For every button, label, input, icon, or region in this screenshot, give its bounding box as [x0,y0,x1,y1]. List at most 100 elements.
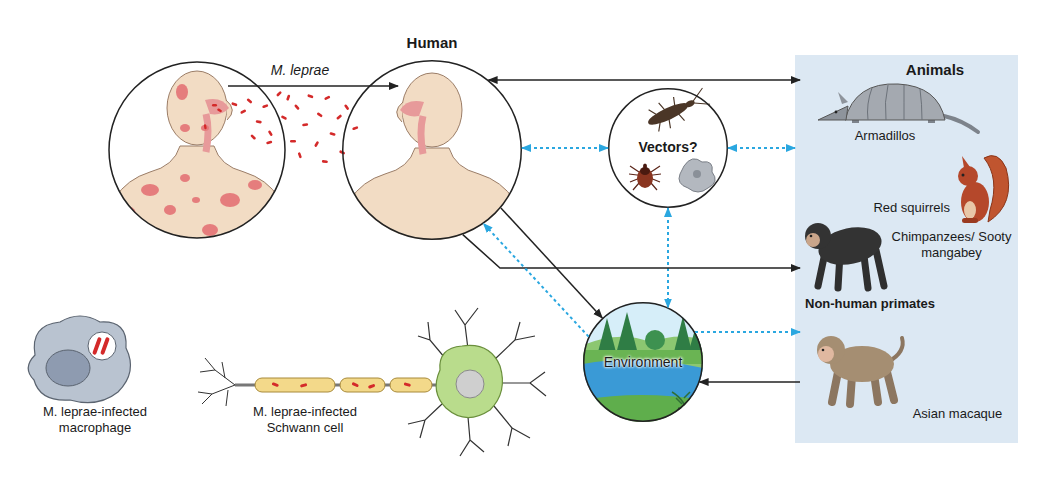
human-figure [400,101,424,116]
schwann-neuron [408,308,546,456]
infected-patient [100,62,294,250]
node-text: Environment [583,354,703,371]
vector-illustration [648,96,685,133]
macrophage-cell [88,332,116,360]
environment-circle: Environment [583,302,703,422]
bacillus [212,104,217,106]
pathogen-label: M. leprae [245,62,355,79]
bacillus-cloud [250,134,256,140]
human-figure [335,73,529,252]
chimpanzee-figure [805,223,831,249]
bacillus-cloud [329,132,335,136]
circle-outline [342,60,522,240]
human-figure [397,102,403,122]
bacillus-cloud [290,140,296,143]
transmission-arrow [700,381,800,383]
dotted-arrow [522,147,608,149]
squirrel-figure [962,174,965,177]
bacillus-cloud [294,104,300,110]
environment-scene [616,312,638,354]
human-figure [335,148,529,252]
chimpanzee-figure [806,233,820,247]
environment-scene [583,302,703,422]
macaque-figure [822,349,825,352]
environment-scene [672,392,696,420]
bacillus-cloud [276,91,282,97]
bacillus-cloud [266,140,272,144]
bacillus-cloud [317,112,323,118]
skin-lesion [155,231,165,239]
schwann-neuron [271,382,411,389]
bacillus-cloud [298,152,302,159]
environment-scene [583,336,703,372]
schwann-neuron [198,308,546,456]
dotted-arrow [695,331,800,333]
squirrel-figure [958,166,978,186]
dotted-arrow [728,147,795,149]
transmission-arrow [228,85,398,87]
animal-panel: AnimalsArmadillosRed squirrelsChimpanzee… [795,55,1018,443]
macaque-figure [888,338,903,362]
circle-border [343,61,522,240]
bacillus [204,124,207,129]
vector-illustration [640,167,650,175]
bacillus-cloud [240,109,246,114]
bacillus [204,104,223,129]
host-circle: Human [342,60,522,240]
skin-lesion [192,197,200,203]
infected-patient [167,71,227,145]
human-figure [402,73,462,147]
skin-lesion [141,184,159,196]
skin-lesion [176,84,188,100]
macaque-figure [818,346,834,362]
armadillo-figure [845,84,945,120]
armadillo-group: Armadillos [800,70,960,150]
chimpanzee-figure [810,235,813,238]
bacillus-cloud [231,102,238,106]
schwann-neuron [351,382,359,388]
infected-patient [206,114,208,152]
transmission-arrow [489,79,800,81]
vector-illustration [693,170,701,178]
environment-scene [583,395,703,422]
macaque-figure [817,336,903,404]
macrophage-cell [92,337,102,355]
group-label: Non-human primates [805,296,935,312]
squirrel-figure [962,156,970,168]
armadillo-figure [818,106,848,120]
bacillus-cloud [336,114,342,120]
node-text: Animals [875,61,995,79]
vector-circle: Vectors? [608,88,728,208]
chimpanzee-group: Chimpanzees/ Sooty mangabey [800,215,1015,290]
bacillus-cloud [262,104,269,108]
bacillus [217,108,223,113]
environment-scene [598,318,616,352]
skin-lesion [261,214,279,226]
schwann-neuron [390,378,432,392]
bacillus-cloud [314,141,319,147]
bacillus-cloud [307,94,314,98]
skin-lesion [114,84,283,245]
transmission-arrow [463,235,800,268]
environment-scene [674,316,692,352]
node-text: Human [342,34,522,52]
human-figure [335,60,529,252]
vector-illustration [608,83,728,208]
skin-lesion [164,205,176,215]
bacillus-cloud [322,160,328,163]
squirrel-figure [964,201,976,219]
macrophage-cell [46,350,90,386]
armadillo-figure [928,114,935,123]
bacillus-cloud [246,98,252,104]
skin-lesion [273,196,283,204]
schwann-neuron [456,370,484,398]
infected-patient [100,71,294,250]
squirrel-figure [961,182,989,222]
macrophage-cell [100,337,110,355]
armadillo-figure [838,92,848,104]
squirrel-figure [962,218,978,223]
chimpanzee-figure [805,222,885,288]
